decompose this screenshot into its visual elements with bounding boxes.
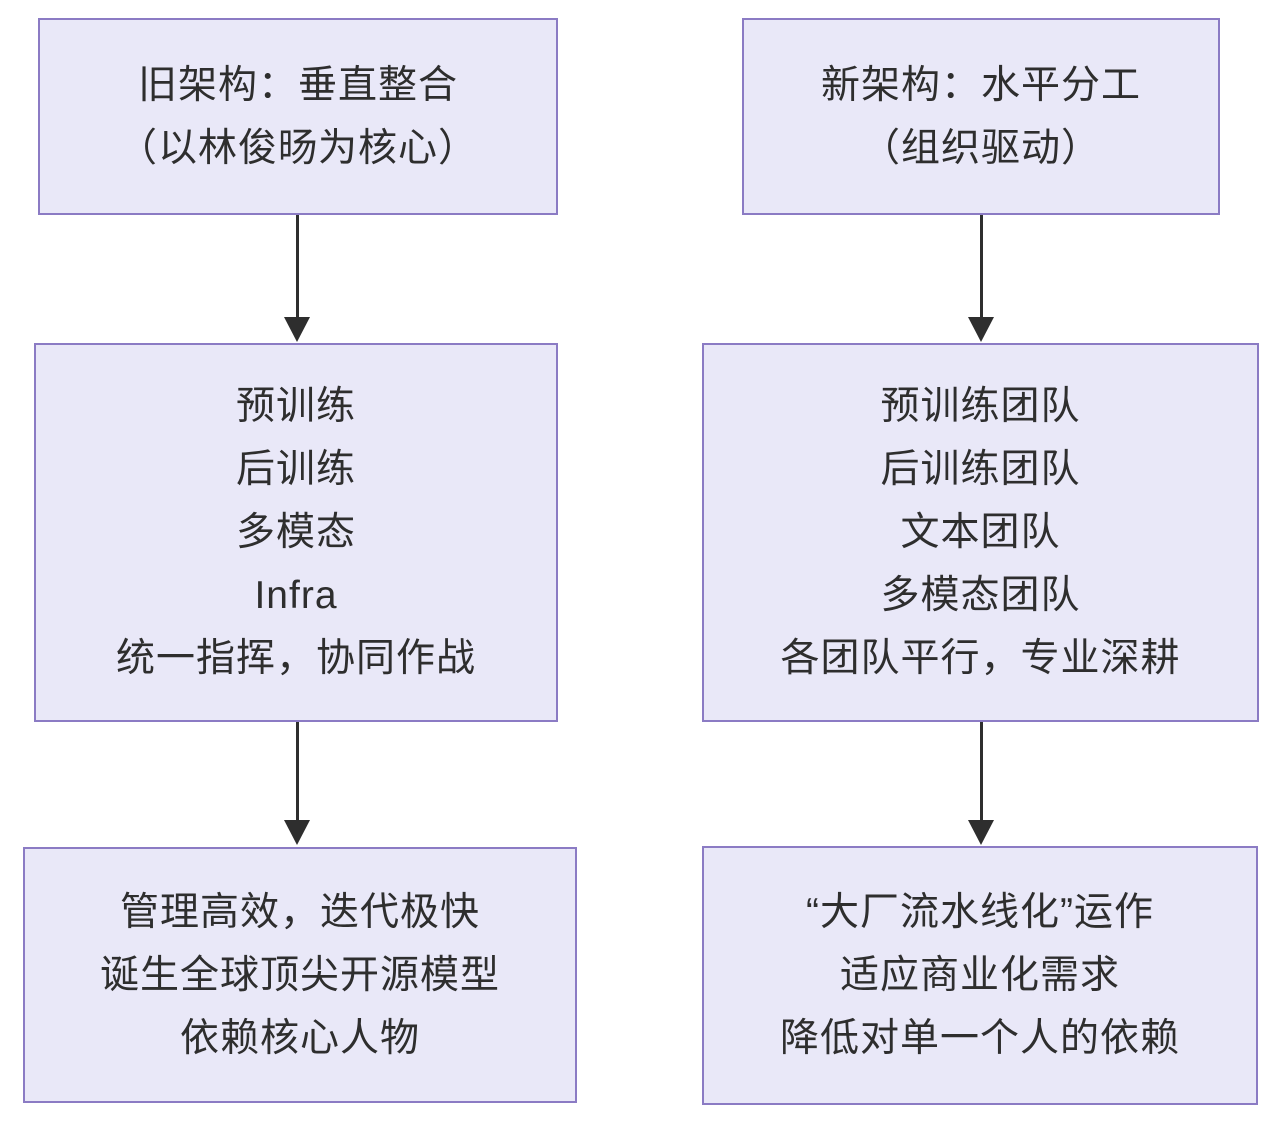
- box-text-line: 多模态: [235, 511, 356, 554]
- arrow-head: [284, 317, 310, 342]
- old-architecture-header-box: 旧架构：垂直整合 （以林俊旸为核心）: [38, 18, 558, 215]
- box-text-line: “大厂流水线化”运作: [806, 891, 1154, 934]
- box-text-line: 各团队平行，专业深耕: [780, 637, 1181, 680]
- box-text-line: 预训练团队: [880, 385, 1081, 428]
- box-text-line: 文本团队: [900, 511, 1061, 554]
- box-text-line: 旧架构：垂直整合: [137, 63, 458, 107]
- new-architecture-outcome-box: “大厂流水线化”运作 适应商业化需求 降低对单一个人的依赖: [702, 846, 1258, 1105]
- arrow-head: [968, 820, 994, 845]
- box-text-line: 适应商业化需求: [839, 954, 1120, 997]
- arrow-head: [968, 317, 994, 342]
- box-text-line: 诞生全球顶尖开源模型: [99, 953, 500, 997]
- box-text-line: 预训练: [235, 385, 356, 428]
- box-text-line: （组织驱动）: [860, 126, 1101, 170]
- box-text-line: 多模态团队: [880, 574, 1081, 617]
- box-text-line: 统一指挥，协同作战: [115, 637, 476, 680]
- old-architecture-outcome-box: 管理高效，迭代极快 诞生全球顶尖开源模型 依赖核心人物: [23, 847, 577, 1103]
- new-architecture-teams-box: 预训练团队 后训练团队 文本团队 多模态团队 各团队平行，专业深耕: [702, 343, 1259, 722]
- box-text-line: 管理高效，迭代极快: [119, 890, 480, 934]
- box-text-line: 后训练: [235, 448, 356, 491]
- old-architecture-teams-box: 预训练 后训练 多模态 Infra 统一指挥，协同作战: [34, 343, 558, 722]
- new-architecture-header-box: 新架构：水平分工 （组织驱动）: [742, 18, 1220, 215]
- arrow-shaft: [296, 722, 299, 821]
- arrow-head: [284, 820, 310, 845]
- box-text-line: 新架构：水平分工: [820, 63, 1141, 107]
- arrow-shaft: [296, 215, 299, 318]
- box-text-line: 降低对单一个人的依赖: [779, 1017, 1180, 1060]
- arrow-shaft: [980, 215, 983, 318]
- box-text-line: Infra: [254, 574, 338, 617]
- box-text-line: （以林俊旸为核心）: [117, 126, 478, 170]
- box-text-line: 依赖核心人物: [179, 1016, 420, 1060]
- box-text-line: 后训练团队: [880, 448, 1081, 491]
- arrow-shaft: [980, 722, 983, 821]
